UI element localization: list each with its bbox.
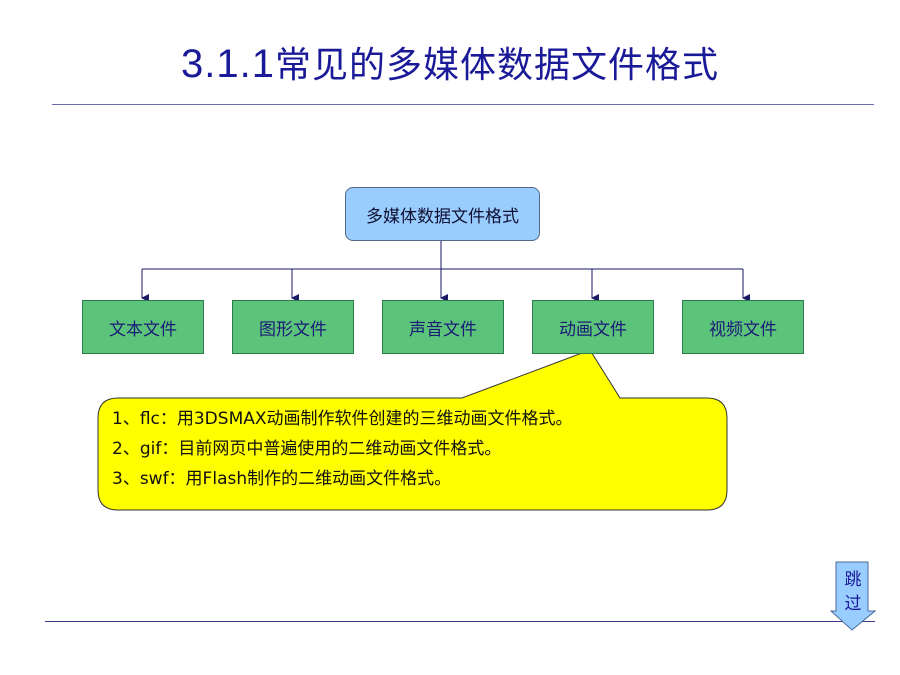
footer-divider: [45, 621, 875, 622]
page-title: 3.1.1常见的多媒体数据文件格式: [0, 36, 900, 88]
skip-char-1: 跳: [844, 570, 862, 590]
callout-line-flc: 1、flc：用3DSMAX动画制作软件创建的三维动画文件格式。: [112, 409, 573, 429]
node-label: 声音文件: [409, 319, 477, 340]
node-label: 图形文件: [259, 319, 327, 340]
diagram-root-node: 多媒体数据文件格式: [345, 187, 540, 241]
skip-char-2: 过: [844, 594, 862, 614]
node-label: 视频文件: [709, 319, 777, 340]
node-label: 动画文件: [559, 319, 627, 340]
node-video-file: 视频文件: [682, 300, 804, 354]
callout-text: 1、flc：用3DSMAX动画制作软件创建的三维动画文件格式。 2、gif：目前…: [112, 404, 712, 494]
node-audio-file: 声音文件: [382, 300, 504, 354]
root-node-label: 多媒体数据文件格式: [366, 206, 519, 227]
down-arrow-icon: [830, 561, 876, 631]
node-text-file: 文本文件: [82, 300, 204, 354]
node-animation-file: 动画文件: [532, 300, 654, 354]
title-text: 常见的多媒体数据文件格式: [274, 45, 719, 86]
title-divider: [52, 104, 874, 105]
skip-button-label: 跳 过: [830, 568, 876, 616]
skip-button[interactable]: 跳 过: [830, 561, 876, 631]
callout-line-swf: 3、swf：用Flash制作的二维动画文件格式。: [112, 469, 452, 489]
node-label: 文本文件: [109, 319, 177, 340]
node-graphic-file: 图形文件: [232, 300, 354, 354]
title-number: 3.1.1: [181, 42, 275, 86]
callout-line-gif: 2、gif：目前网页中普遍使用的二维动画文件格式。: [112, 439, 502, 459]
